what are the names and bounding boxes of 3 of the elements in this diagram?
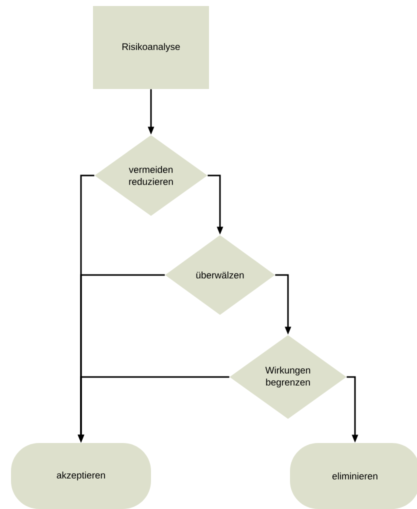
process-box: Risikoanalyse xyxy=(93,6,209,89)
terminal-box: eliminieren xyxy=(290,443,417,509)
terminal-box: akzeptieren xyxy=(11,443,151,509)
